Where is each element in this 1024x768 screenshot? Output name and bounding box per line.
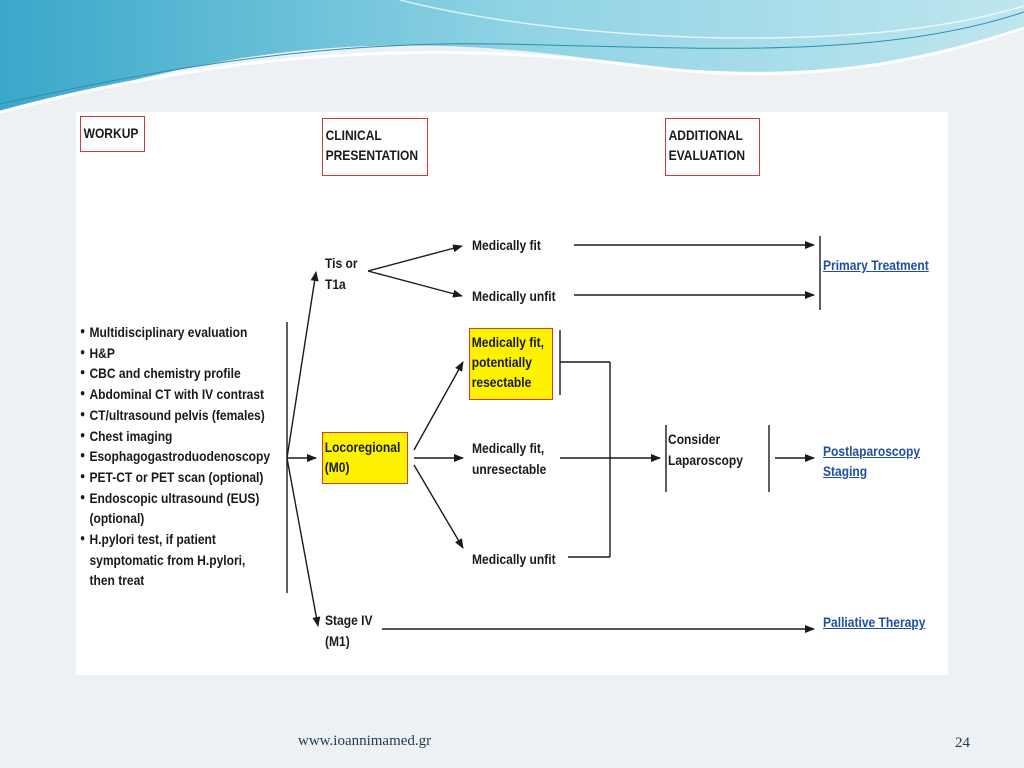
- palliative-therapy-link[interactable]: Palliative Therapy: [823, 614, 926, 630]
- medically-unfit-label: Medically unfit: [472, 288, 556, 304]
- arrow-loco-resectable: [413, 361, 464, 451]
- workup-item: ●Esophagogastroduodenoscopy: [80, 448, 271, 465]
- fit-resectable-line2: potentially: [471, 354, 532, 370]
- medically-fit-label: Medically fit: [472, 237, 541, 253]
- postlaparoscopy-staging-link-line1[interactable]: Postlaparoscopy: [823, 443, 921, 459]
- postlaparoscopy-staging-link-line2[interactable]: Staging: [823, 463, 868, 479]
- fit-resectable-box: Medically fit, potentially resectable: [469, 328, 553, 400]
- primary-treatment-link[interactable]: Primary Treatment: [823, 257, 929, 273]
- arrow-to-stage4: [286, 457, 321, 627]
- fit-unresectable-line1: Medically fit,: [472, 440, 545, 456]
- tis-label-line2: T1a: [325, 276, 346, 292]
- clinical-header-line2: PRESENTATION: [325, 147, 419, 163]
- workup-item: ●Multidisciplinary evaluation: [80, 324, 248, 340]
- workup-item-continued: then treat: [89, 572, 145, 589]
- workup-header: WORKUP: [80, 116, 145, 152]
- workup-item: ●Endoscopic ultrasound (EUS): [80, 489, 260, 506]
- fit-resectable-line3: resectable: [471, 374, 532, 390]
- workup-item: ●CT/ultrasound pelvis (females): [80, 406, 265, 423]
- stage4-label-line2: (M1): [325, 633, 350, 649]
- locoregional-line1: Locoregional: [324, 439, 401, 455]
- arrow-tis-fit: [367, 244, 463, 272]
- fit-resectable-line1: Medically fit,: [471, 334, 544, 350]
- medically-unfit-2-label: Medically unfit: [472, 551, 556, 567]
- clinical-header-line1: CLINICAL: [325, 127, 382, 143]
- additional-header-line2: EVALUATION: [668, 147, 746, 163]
- arrow-to-tis: [286, 271, 319, 459]
- workup-item: ●CBC and chemistry profile: [80, 365, 241, 382]
- workup-item: ●H.pylori test, if patient: [80, 531, 216, 548]
- arrow-loco-unfit: [413, 464, 464, 549]
- stage4-label-line1: Stage IV: [325, 612, 373, 628]
- workup-list: ●Multidisciplinary evaluation ●H&P ●CBC …: [80, 322, 301, 591]
- fit-unresectable-line2: unresectable: [472, 461, 547, 477]
- tis-label-line1: Tis or: [325, 255, 358, 271]
- clinical-presentation-header: CLINICAL PRESENTATION: [322, 118, 428, 176]
- workup-header-label: WORKUP: [83, 125, 139, 141]
- consider-laparoscopy-line1: Consider: [668, 431, 721, 447]
- arrow-tis-unfit: [367, 270, 463, 298]
- consider-laparoscopy-line2: Laparoscopy: [668, 452, 743, 468]
- header-wave-decoration: [0, 0, 1024, 114]
- workup-item: ●PET-CT or PET scan (optional): [80, 468, 264, 485]
- workup-item: ●Chest imaging: [80, 427, 173, 444]
- workup-item-continued: (optional): [89, 510, 145, 527]
- additional-header-line1: ADDITIONAL: [668, 127, 743, 143]
- slide-number: 24: [955, 735, 970, 751]
- workup-item: ●H&P: [80, 344, 115, 361]
- workup-item: ●Abdominal CT with IV contrast: [80, 386, 265, 403]
- locoregional-box: Locoregional (M0): [322, 432, 408, 484]
- locoregional-line2: (M0): [324, 459, 350, 475]
- workup-item-continued: symptomatic from H.pylori,: [89, 551, 246, 568]
- footer-url: www.ioannimamed.gr: [298, 733, 432, 749]
- additional-evaluation-header: ADDITIONAL EVALUATION: [665, 118, 760, 176]
